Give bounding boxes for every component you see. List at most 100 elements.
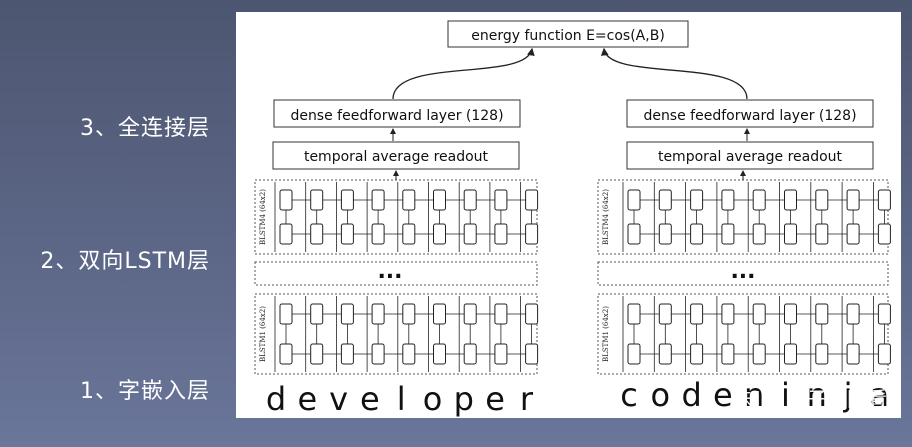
lstm-cell [846,303,860,325]
left-readout: temporal average readout [272,141,520,170]
right-to-energy-arrow [600,47,748,100]
right-word-letter: j [843,376,853,414]
lstm-cell [721,223,735,245]
left-blstm-top: BLSTM4 (64x2) [254,179,539,255]
lstm-cell [690,303,704,325]
right-blstm-bottom: BLSTM1 (64x2) [597,293,891,375]
right-dense-layer: dense feedforward layer (128) [626,99,874,128]
lstm-cell [784,343,797,365]
lstm-cell [627,223,641,245]
lstm-cell [658,303,672,325]
lstm-cell [627,189,641,211]
right-word-letter: e [713,376,733,414]
lstm-cell [877,343,891,365]
left-ellipsis: ... [377,259,402,284]
lstm-cell [752,189,766,211]
left-to-energy-arrow [392,47,535,100]
lstm-cell [690,189,704,211]
lstm-cell [815,343,829,365]
lstm-cell [463,223,477,245]
lstm-cell [494,343,508,365]
left-dense-label: dense feedforward layer (128) [290,108,503,124]
lstm-cell [658,343,672,365]
lstm-cell [371,343,385,365]
lstm-cell [721,303,735,325]
right-blstm-bottom-label: BLSTM1 (64x2) [602,306,610,362]
lstm-cell [494,189,508,211]
lstm-cell [371,189,385,211]
lstm-cell [752,303,766,325]
lstm-cell [463,343,477,365]
lstm-cell [721,189,735,211]
lstm-cell [784,223,797,245]
right-blstm-top-label: BLSTM4 (64x2) [602,189,610,245]
lstm-cell [340,189,354,211]
left-word-letter: e [297,380,317,418]
lstm-cell [690,223,704,245]
right-word-letter: o [651,376,671,414]
lstm-cell [525,303,539,325]
left-word-letter: r [520,380,534,418]
lstm-cell [815,303,829,325]
lstm-cell [310,343,324,365]
lstm-cell [658,223,672,245]
lstm-cell [340,303,354,325]
lstm-cell [433,303,446,325]
right-word-letter: i [781,376,790,414]
side-label-bilstm: 2、双向LSTM层 [40,249,210,274]
lstm-cell [402,303,416,325]
lstm-cell [340,223,354,245]
lstm-cell [815,223,829,245]
lstm-cell [279,343,293,365]
lstm-cell [494,303,508,325]
lstm-cell [846,223,860,245]
right-word-letter: n [744,376,764,414]
watermark: 知乎 @子然刚看 [740,387,887,411]
lstm-cell [525,223,539,245]
lstm-cell [877,189,891,211]
lstm-cell [494,223,508,245]
left-word-letter: e [360,380,380,418]
lstm-cell [463,303,477,325]
left-word-letter: v [329,380,348,418]
diagram-canvas: energy function E=cos(A,B) dense feedfor… [254,20,891,418]
lstm-cell [721,343,735,365]
side-label-fully-connected: 3、全连接层 [80,116,210,141]
left-dense-layer: dense feedforward layer (128) [273,99,521,128]
lstm-cell [340,343,354,365]
energy-function-node: energy function E=cos(A,B) [447,20,689,48]
right-ellipsis: ... [730,259,755,284]
left-ellipsis-band [254,261,538,286]
lstm-cell [402,223,416,245]
left-blstm-bottom: BLSTM1 (64x2) [254,293,539,375]
lstm-cell [463,189,477,211]
lstm-cell [402,189,416,211]
right-blstm-bottom-frame [597,293,889,375]
lstm-cell [877,303,891,325]
lstm-cell [525,189,539,211]
right-readout: temporal average readout [626,141,874,170]
left-word-letter: l [397,380,406,418]
lstm-cell [310,223,324,245]
lstm-cell [627,343,641,365]
side-label-embedding: 1、字嵌入层 [80,379,210,404]
lstm-cell [279,223,293,245]
right-word-letter: a [870,376,890,414]
lstm-cell [310,303,324,325]
lstm-cell [815,189,829,211]
lstm-cell [627,303,641,325]
right-word-letter: n [807,376,827,414]
architecture-diagram: energy function E=cos(A,B) dense feedfor… [236,12,901,418]
lstm-cell [433,343,446,365]
lstm-cell [877,223,891,245]
lstm-cell [371,223,385,245]
lstm-cell [846,343,860,365]
left-readout-label: temporal average readout [304,149,489,165]
right-blstm-top-frame [597,179,889,255]
left-word-letter: d [266,380,286,418]
lstm-cell [658,189,672,211]
right-word-letter: d [681,376,701,414]
left-word-letter: e [485,380,505,418]
left-blstm-top-label: BLSTM4 (64x2) [259,189,267,245]
lstm-cell [279,189,293,211]
